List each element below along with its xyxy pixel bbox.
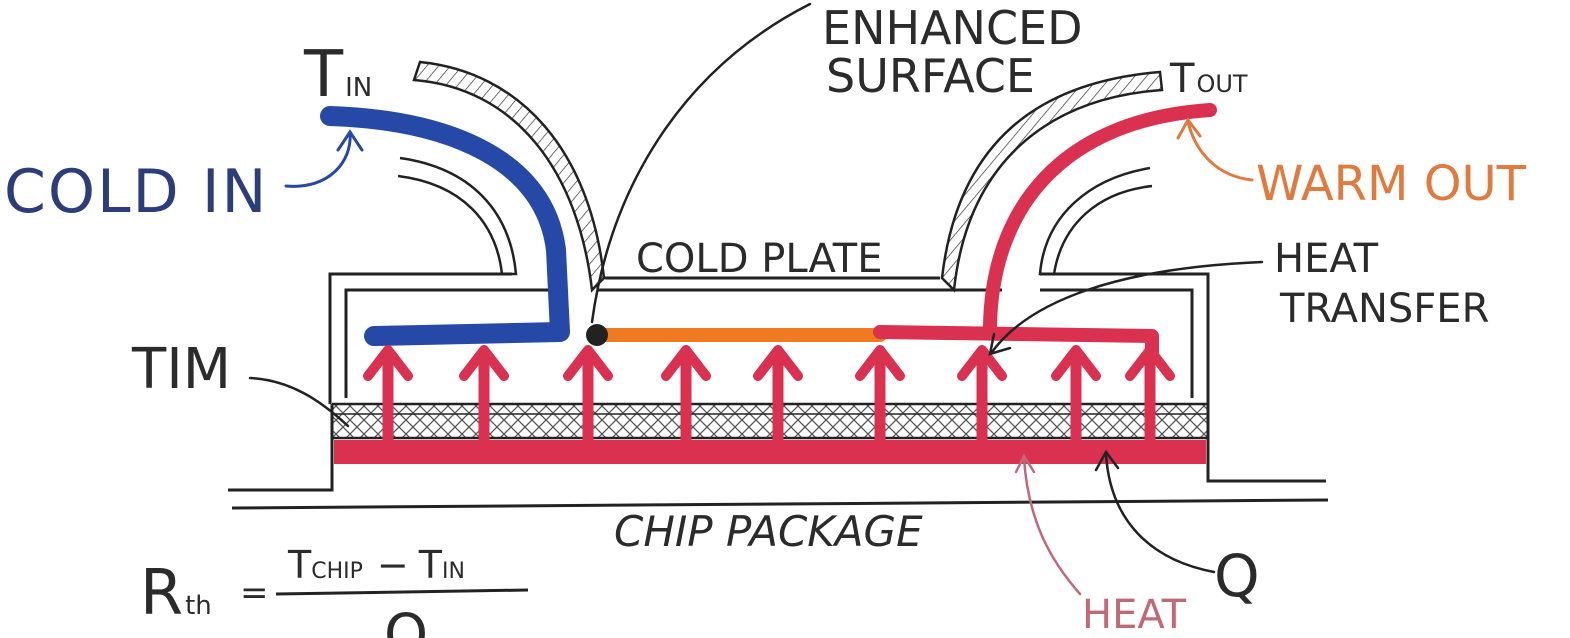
formula-num-a-sub: CHIP xyxy=(311,559,363,584)
enhanced-leader xyxy=(590,2,812,324)
formula-num-b-sub: IN xyxy=(442,559,465,584)
heat-arrow-head xyxy=(753,345,803,381)
t-in-main: T xyxy=(303,38,344,112)
t-in-label: TIN xyxy=(303,38,372,112)
q-label: Q xyxy=(1214,542,1260,610)
formula-minus: − xyxy=(377,543,409,587)
formula-equals: = xyxy=(240,573,269,613)
formula-fraction-bar xyxy=(275,588,529,596)
q-arrowhead xyxy=(1094,449,1120,472)
cold-flow-path xyxy=(320,106,570,346)
q-leader xyxy=(1104,452,1216,574)
t-out-sub: OUT xyxy=(1196,70,1247,98)
cold-in-leader xyxy=(284,132,352,188)
inlet-pipe xyxy=(397,60,606,293)
heat-transfer-label-line2: TRANSFER xyxy=(1279,286,1489,332)
warm-out-label: WARM OUT xyxy=(1256,156,1527,212)
heat-transfer-label-line1: HEAT xyxy=(1274,236,1379,282)
tim-label: TIM xyxy=(131,337,231,402)
formula-num-a-main: T xyxy=(287,543,312,587)
warm-flow-path xyxy=(873,103,1217,359)
cold-in-arrowhead xyxy=(336,129,364,152)
cold-in-label: COLD IN xyxy=(4,157,268,227)
tim-leader xyxy=(248,376,350,428)
heat-arrow-head xyxy=(957,345,1007,381)
heat-arrow-head xyxy=(563,345,613,381)
heat-arrow-head xyxy=(1051,345,1101,381)
thermal-resistance-formula: Rth = TCHIP−TIN Q xyxy=(140,543,529,638)
enhanced-label-line2: SURFACE xyxy=(826,49,1035,103)
coolant-flow xyxy=(320,103,1217,359)
chip-heat-source xyxy=(334,440,1206,464)
chip-package-label: CHIP PACKAGE xyxy=(614,507,923,556)
formula-num-b-main: T xyxy=(418,543,443,587)
formula-lhs-sub: th xyxy=(185,591,212,621)
formula-numerator: TCHIP−TIN xyxy=(287,543,465,587)
formula-lhs: Rth xyxy=(140,556,212,629)
labels: ENHANCED SURFACE TIN TOUT COLD IN WARM O… xyxy=(4,1,1527,638)
chip-package-outline xyxy=(228,445,1329,510)
warm-out-leader xyxy=(1186,120,1254,182)
warm-out-arrowhead xyxy=(1176,117,1202,140)
enhanced-label-line1: ENHANCED xyxy=(822,1,1083,55)
heat-arrows xyxy=(363,345,1175,446)
heat-arrowhead xyxy=(1014,453,1036,474)
heat-arrow-head xyxy=(459,345,509,381)
heat-arrow-head xyxy=(363,345,413,381)
outlet-pipe xyxy=(940,70,1164,293)
t-out-main: T xyxy=(1169,56,1195,102)
cold-plate-housing xyxy=(328,272,1210,404)
cold-plate-label: COLD PLATE xyxy=(636,236,883,282)
heat-arrow-head xyxy=(1125,345,1175,381)
heat-transfer-leader xyxy=(990,260,1264,354)
heat-arrow-head xyxy=(855,345,905,381)
t-in-sub: IN xyxy=(345,73,372,103)
t-out-label: TOUT xyxy=(1169,56,1248,102)
tim-layer xyxy=(330,402,1210,445)
formula-denominator: Q xyxy=(384,603,428,638)
heat-transfer-arrowhead xyxy=(988,332,1012,356)
heat-arrow-head xyxy=(661,345,711,381)
formula-lhs-main: R xyxy=(140,556,183,629)
leader-lines xyxy=(248,2,1264,596)
heat-leader xyxy=(1022,456,1082,596)
enhanced-surface-dot xyxy=(586,324,608,346)
heat-label: HEAT xyxy=(1082,592,1187,638)
